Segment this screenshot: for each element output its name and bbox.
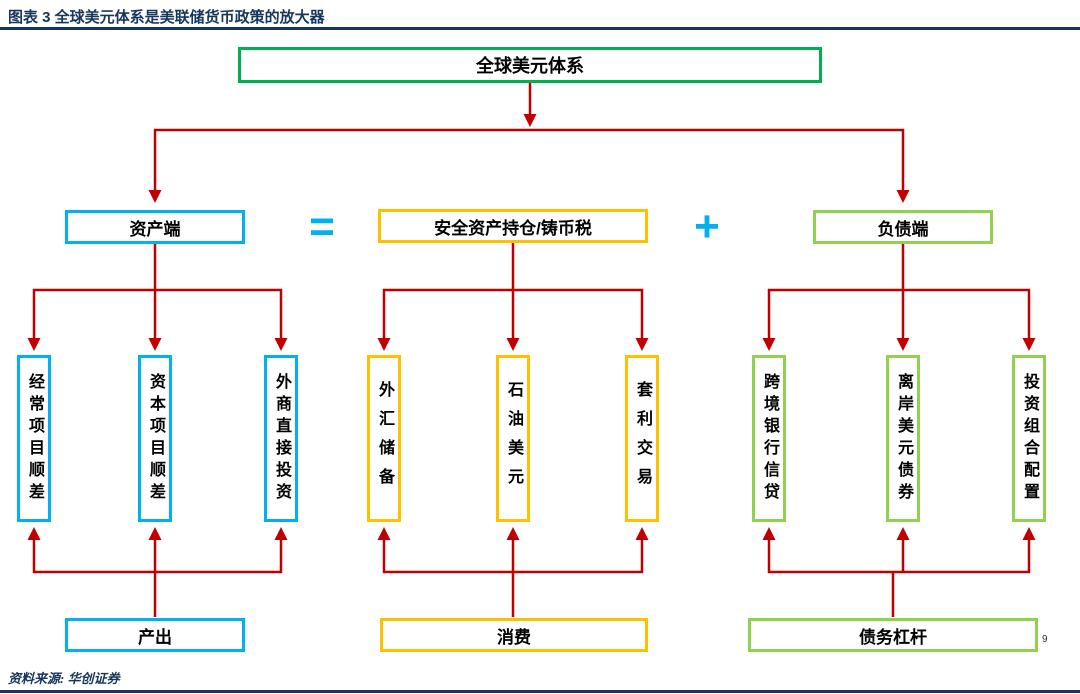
- root-label: 全球美元体系: [476, 56, 584, 76]
- offshore-bonds-box: 离岸美元债券: [886, 355, 920, 522]
- asset-label: 资产端: [129, 219, 181, 239]
- debt-leverage-label: 债务杠杆: [859, 627, 927, 647]
- bottom-divider: [0, 690, 1080, 693]
- consumption-feed-arrows: [377, 527, 649, 617]
- asset-branch-arrows: [27, 244, 288, 351]
- petrodollar-box: 石油美元: [496, 355, 530, 522]
- liability-branch-arrows: [762, 244, 1036, 351]
- fdi-label: 外商直接投资: [273, 372, 290, 505]
- output-box: 产出: [65, 618, 245, 652]
- asset-box: 资产端: [65, 210, 245, 244]
- carry-trade-label: 套利交易: [634, 380, 651, 497]
- leverage-feed-arrows: [762, 527, 1036, 617]
- debt-leverage-box: 债务杠杆: [748, 618, 1038, 652]
- liability-label: 负债端: [877, 219, 929, 239]
- cross-border-credit-box: 跨境银行信贷: [752, 355, 786, 522]
- portfolio-allocation-box: 投资组合配置: [1012, 355, 1046, 522]
- page-number: 9: [1042, 634, 1048, 645]
- root-box: 全球美元体系: [238, 47, 822, 83]
- capital-account-surplus-box: 资本项目顺差: [138, 355, 172, 522]
- plus-operator: +: [694, 202, 720, 251]
- carry-trade-box: 套利交易: [625, 355, 659, 522]
- consumption-label: 消费: [497, 627, 531, 647]
- cross-border-credit-label: 跨境银行信贷: [761, 372, 778, 505]
- title-divider: [0, 27, 1080, 30]
- current-account-surplus-box: 经常项目顺差: [17, 355, 51, 522]
- safe-asset-box: 安全资产持仓/铸币税: [378, 209, 648, 243]
- consumption-box: 消费: [380, 618, 648, 652]
- output-label: 产出: [138, 627, 172, 647]
- current-account-surplus-label: 经常项目顺差: [26, 372, 43, 505]
- fdi-box: 外商直接投资: [264, 355, 298, 522]
- figure-title: 图表 3 全球美元体系是美联储货币政策的放大器: [8, 9, 325, 26]
- portfolio-allocation-label: 投资组合配置: [1021, 372, 1038, 505]
- fx-reserves-label: 外汇储备: [376, 380, 393, 497]
- source-note: 资料来源: 华创证券: [8, 671, 120, 686]
- safe-asset-label: 安全资产持仓/铸币税: [434, 218, 592, 238]
- equals-operator: =: [309, 202, 335, 251]
- liability-box: 负债端: [813, 210, 993, 244]
- root-split-arrows: [148, 83, 910, 203]
- fx-reserves-box: 外汇储备: [367, 355, 401, 522]
- petrodollar-label: 石油美元: [505, 380, 522, 497]
- offshore-bonds-label: 离岸美元债券: [895, 372, 912, 505]
- capital-account-surplus-label: 资本项目顺差: [147, 372, 164, 505]
- safe-branch-arrows: [377, 243, 649, 351]
- output-feed-arrows: [27, 527, 288, 617]
